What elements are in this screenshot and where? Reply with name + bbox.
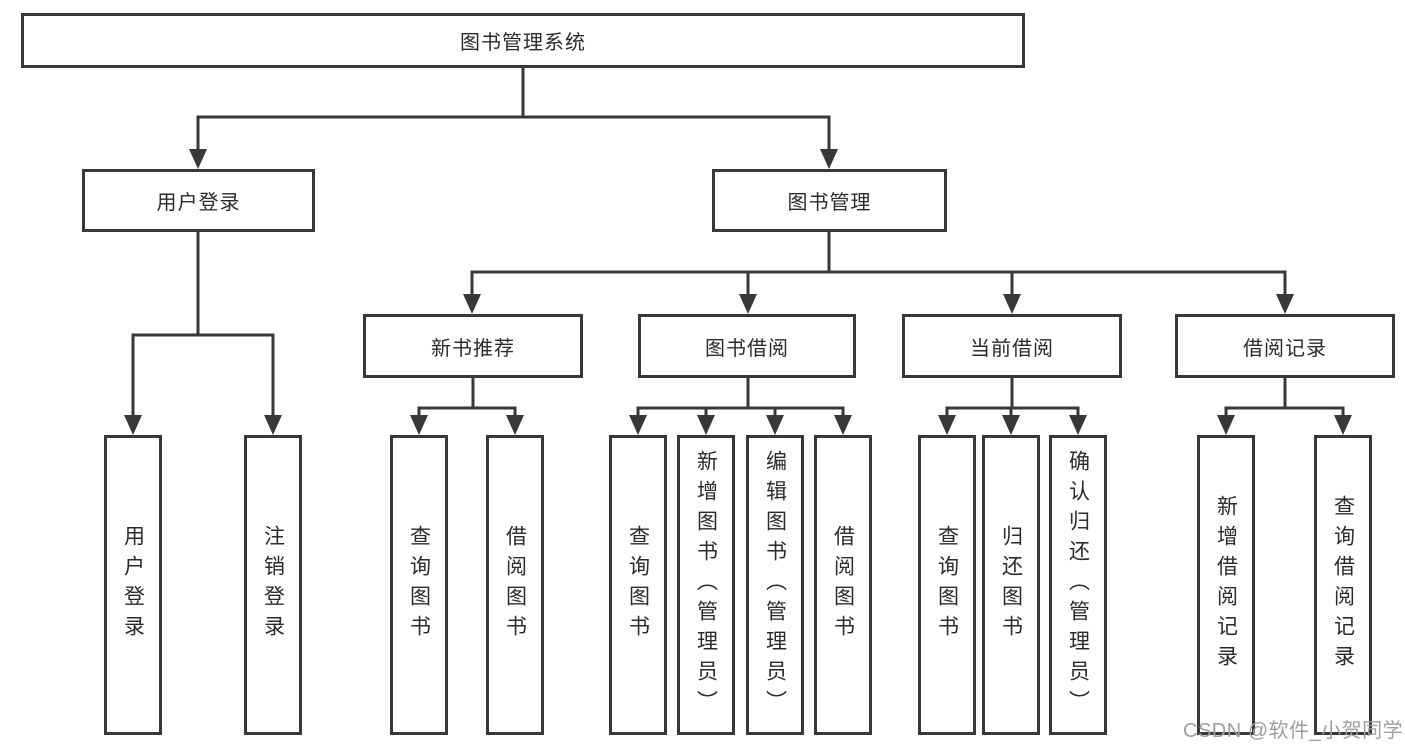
leaf-query-books-current: 查询图书 <box>918 435 976 735</box>
node-label: 查询图书 <box>935 525 959 645</box>
connector-borrow-records-to-leaves <box>1217 378 1352 435</box>
node-label: 新增图书（管理员） <box>694 450 718 720</box>
leaf-return-books: 归还图书 <box>982 435 1040 735</box>
node-label: 用户登录 <box>121 525 145 645</box>
node-label: 图书管理系统 <box>460 32 586 54</box>
node-label: 用户登录 <box>156 192 241 214</box>
node-label: 归还图书 <box>999 525 1023 645</box>
connector-book-borrow-to-leaves <box>629 378 852 435</box>
node-label: 图书借阅 <box>705 337 789 360</box>
connector-book-management-to-level3 <box>463 232 1294 314</box>
node-book-borrow: 图书借阅 <box>638 314 856 378</box>
leaf-query-books-recommend: 查询图书 <box>390 435 448 735</box>
node-label: 当前借阅 <box>970 337 1054 360</box>
node-label: 借阅图书 <box>503 525 527 645</box>
connector-current-borrow-to-leaves <box>938 378 1087 435</box>
node-label: 新增借阅记录 <box>1214 495 1238 675</box>
node-label: 借阅图书 <box>831 525 855 645</box>
node-label: 图书管理 <box>787 192 872 214</box>
node-borrow-records: 借阅记录 <box>1175 314 1395 378</box>
leaf-edit-books-admin: 编辑图书（管理员） <box>746 435 804 735</box>
leaf-logout: 注销登录 <box>244 435 302 735</box>
connector-user-login-to-leaves <box>124 232 282 435</box>
leaf-query-books-borrow: 查询图书 <box>609 435 667 735</box>
node-label: 查询图书 <box>626 525 650 645</box>
node-label: 确认归还（管理员） <box>1066 450 1090 720</box>
node-label: 查询图书 <box>407 525 431 645</box>
connector-new-book-recommend-to-leaves <box>410 378 524 435</box>
leaf-borrow-books-recommend: 借阅图书 <box>486 435 544 735</box>
node-label: 编辑图书（管理员） <box>763 450 787 720</box>
leaf-add-books-admin: 新增图书（管理员） <box>677 435 735 735</box>
leaf-add-borrow-record: 新增借阅记录 <box>1197 435 1255 735</box>
leaf-borrow-books: 借阅图书 <box>814 435 872 735</box>
node-user-login: 用户登录 <box>82 169 315 232</box>
leaf-query-borrow-record: 查询借阅记录 <box>1314 435 1372 735</box>
leaf-confirm-return-admin: 确认归还（管理员） <box>1049 435 1107 735</box>
node-label: 注销登录 <box>261 525 285 645</box>
node-label: 借阅记录 <box>1243 337 1327 360</box>
node-new-book-recommend: 新书推荐 <box>363 314 583 378</box>
node-root-library-management-system: 图书管理系统 <box>21 13 1025 68</box>
leaf-user-login: 用户登录 <box>104 435 162 735</box>
node-current-borrow: 当前借阅 <box>902 314 1122 378</box>
csdn-watermark: CSDN @软件_小贺同学 <box>1183 720 1404 742</box>
node-label: 新书推荐 <box>431 337 515 360</box>
node-book-management: 图书管理 <box>712 169 947 232</box>
node-label: 查询借阅记录 <box>1331 495 1355 675</box>
connector-root-to-level2 <box>189 68 838 169</box>
